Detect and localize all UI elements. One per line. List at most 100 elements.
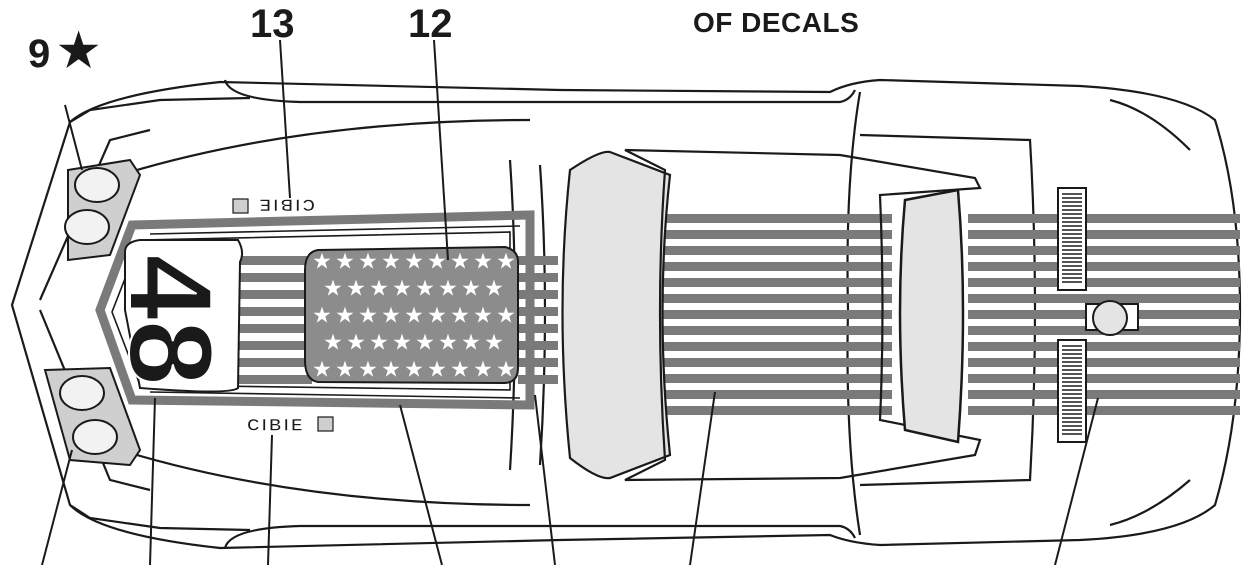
leader-bottom-2 [149, 397, 156, 565]
cowl-stripe [518, 375, 558, 384]
leader-bottom-3 [267, 434, 273, 565]
sponsor-logo-upper [232, 198, 249, 214]
flag-star-icon: ★ [312, 358, 332, 383]
flag-star-icon: ★ [415, 277, 435, 302]
leader-bottom-6 [689, 391, 716, 565]
leader-bottom-4 [399, 404, 443, 565]
louvre-slats [1062, 193, 1082, 435]
flag-star-icon: ★ [427, 358, 447, 383]
deck-stripe [968, 358, 1240, 367]
deck-stripe [968, 294, 1240, 303]
flag-star-icon: ★ [473, 358, 493, 383]
cowl-stripe [518, 307, 558, 316]
deck-stripe [968, 262, 1240, 271]
cowl-stripe [518, 273, 558, 282]
hood-stripe [232, 324, 312, 333]
flag-star-icon: ★ [450, 358, 470, 383]
race-number-decal: 48 [103, 239, 244, 393]
headlamps [43, 158, 142, 467]
flag-star-icon: ★ [473, 304, 493, 329]
callout-9: 9 [28, 34, 50, 74]
leader-bottom-5 [534, 394, 556, 565]
leader-12 [433, 39, 449, 261]
roof-stripe [660, 278, 892, 287]
flag-star-icon: ★ [381, 250, 401, 275]
flag-star-icon: ★ [404, 250, 424, 275]
deck-stripe [968, 374, 1240, 383]
flag-star-icon: ★ [427, 304, 447, 329]
roof-stripe [660, 294, 892, 303]
roof-stripe [660, 326, 892, 335]
deck-stripe [968, 406, 1240, 415]
hood-stripe [232, 307, 312, 316]
flag-star-icon: ★ [369, 277, 389, 302]
deck-stripe [968, 246, 1240, 255]
flag-star-icon: ★ [312, 304, 332, 329]
rear-louvres [1057, 187, 1087, 443]
flag-star-icon: ★ [346, 331, 366, 356]
roof-stripes [660, 214, 892, 415]
flag-star-icon: ★ [450, 304, 470, 329]
flag-star-icon: ★ [312, 250, 332, 275]
flag-star-icon: ★ [450, 250, 470, 275]
roof-stripe [660, 230, 892, 239]
flag-star-icon: ★ [335, 250, 355, 275]
hood-stripe [232, 290, 312, 299]
callout-leaders [41, 39, 1099, 565]
flag-star-icon: ★ [427, 250, 447, 275]
flag-star-icon: ★ [484, 331, 504, 356]
roof-stripe [660, 310, 892, 319]
deck-stripe [968, 278, 1240, 287]
deck-stripe [968, 342, 1240, 351]
cowl-stripe [518, 358, 558, 367]
flag-star-icon: ★ [369, 331, 389, 356]
fuel-cap [1085, 300, 1139, 336]
flag-star-icon: ★ [381, 304, 401, 329]
flag-star-icon: ★ [461, 277, 481, 302]
flag-star-icon: ★ [323, 331, 343, 356]
cowl-stripe [518, 341, 558, 350]
roof-panel [624, 148, 982, 482]
roof-stripe [660, 374, 892, 383]
flag-star-icon: ★ [496, 358, 516, 383]
sponsor-decal-upper: CIBIE [232, 195, 315, 215]
hood-stripe [232, 358, 312, 367]
hood-trim [95, 210, 535, 410]
flag-star-icon: ★ [358, 358, 378, 383]
flag-decal: ★★★★★★★★★★★★★★★★★★★★★★★★★★★★★★★★★★★★★★★★… [304, 245, 519, 385]
asterisk-icon: ★ [58, 24, 100, 76]
roof-stripe [660, 390, 892, 399]
leader-9 [64, 104, 83, 171]
flag-star-icon: ★ [404, 304, 424, 329]
flag-star-icon: ★ [358, 304, 378, 329]
flag-star-icon: ★ [496, 250, 516, 275]
flag-star-icon: ★ [392, 331, 412, 356]
sponsor-text-upper: CIBIE [257, 196, 315, 215]
sponsor-text-lower: CIBIE [247, 416, 305, 435]
cowl-stripe [518, 256, 558, 265]
hood-stripe [232, 375, 312, 384]
cowl-stripe [518, 324, 558, 333]
leader-bottom-7 [1054, 397, 1099, 565]
flag-star-icon: ★ [461, 331, 481, 356]
flag-star-icon: ★ [473, 250, 493, 275]
roof-stripe [660, 214, 892, 223]
hood-stripes [232, 256, 558, 384]
flag-star-icon: ★ [381, 358, 401, 383]
windshield [561, 150, 672, 480]
leader-bottom-1 [41, 449, 73, 565]
callout-12: 12 [408, 2, 453, 46]
flag-star-icon: ★ [335, 358, 355, 383]
roof-stripe [660, 406, 892, 415]
hood-stripe [232, 256, 312, 265]
louvre-lower [1057, 339, 1087, 443]
flag-star-icon: ★ [438, 277, 458, 302]
page-title: OF DECALS [693, 7, 860, 38]
cowl-stripe [518, 290, 558, 299]
flag-star-icon: ★ [415, 331, 435, 356]
roof-stripe [660, 246, 892, 255]
race-number-text: 48 [104, 254, 236, 385]
callout-13: 13 [250, 2, 295, 46]
flag-star-icon: ★ [392, 277, 412, 302]
flag-star-icon: ★ [335, 304, 355, 329]
